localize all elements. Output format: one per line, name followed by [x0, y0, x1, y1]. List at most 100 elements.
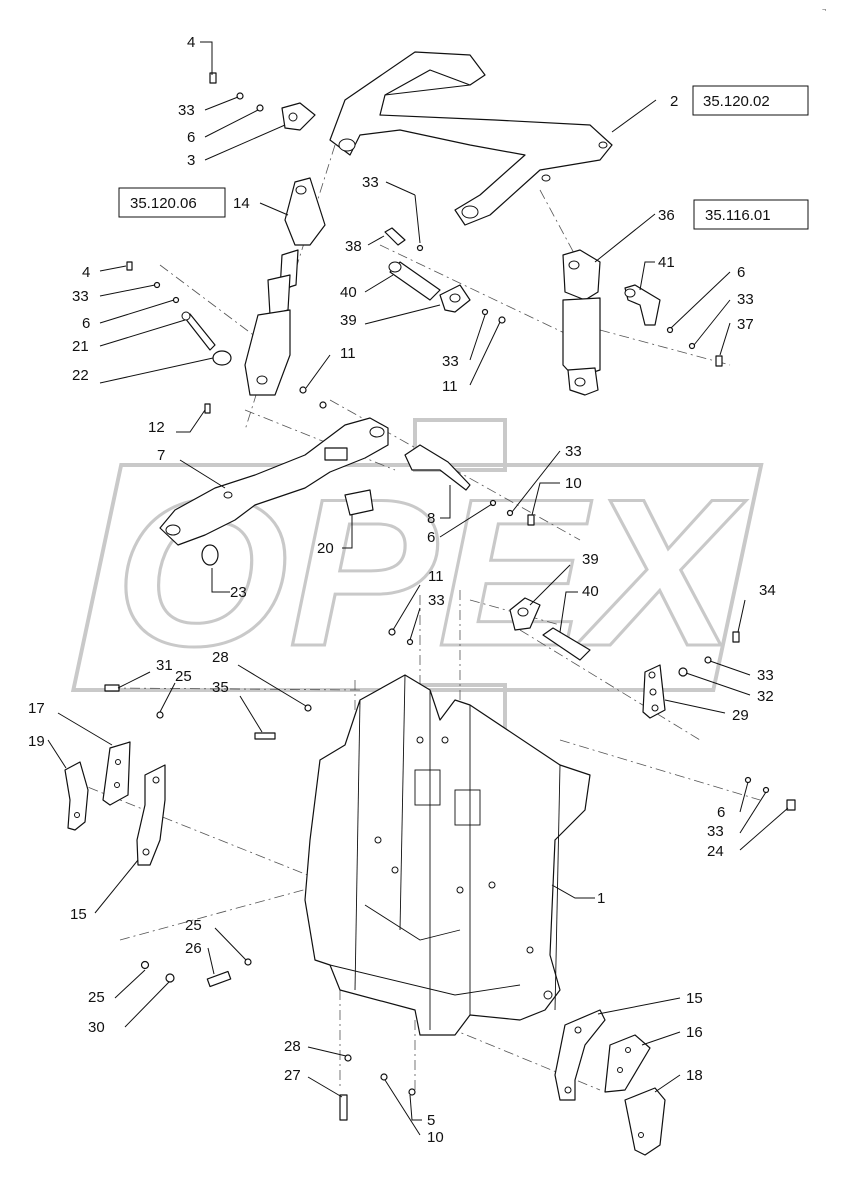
part-17-plate[interactable]	[102, 741, 131, 806]
part-28-nut[interactable]	[304, 704, 312, 712]
part-33-washer-24[interactable]	[762, 786, 770, 794]
part-11-nut-39[interactable]	[498, 316, 506, 324]
part-7-lever[interactable]	[159, 417, 389, 546]
part-33-washer[interactable]	[236, 92, 244, 100]
callout: 25	[185, 917, 202, 934]
part-18-plate[interactable]	[624, 1087, 666, 1156]
part-20-plate[interactable]	[344, 489, 374, 516]
part-26-bolt[interactable]	[206, 970, 232, 988]
part-14-adjustable-link[interactable]	[244, 177, 326, 396]
callout: 15	[70, 906, 87, 923]
part-33-washer-mid[interactable]	[416, 244, 424, 252]
callout: 2	[670, 93, 678, 110]
part-11-nut-b[interactable]	[319, 401, 327, 409]
part-39-plate-lower[interactable]	[509, 597, 541, 631]
callout: 11	[442, 378, 458, 395]
part-25-washer[interactable]	[156, 711, 164, 719]
callout: 34	[759, 582, 776, 599]
part-37-bolt[interactable]	[715, 355, 723, 367]
callout: 17	[28, 700, 45, 717]
part-24-bolt[interactable]	[786, 799, 796, 811]
callout: 22	[72, 367, 89, 384]
part-15-plate-left[interactable]	[136, 764, 166, 866]
part-38-bolt[interactable]	[384, 227, 406, 246]
part-4-bolt-left[interactable]	[126, 261, 133, 271]
corner-code: ¬	[822, 7, 826, 14]
callout: 8	[427, 510, 435, 527]
part-6-clip-left[interactable]	[172, 296, 180, 304]
part-10-bolt-bottom-head[interactable]	[380, 1073, 388, 1081]
part-34-bolt[interactable]	[732, 631, 740, 643]
part-3-pin[interactable]	[281, 102, 316, 131]
part-12-bolt[interactable]	[204, 403, 211, 414]
part-6-clip-24[interactable]	[744, 776, 752, 784]
callout: 38	[345, 238, 362, 255]
callout: 27	[284, 1067, 301, 1084]
part-33-washer-8[interactable]	[506, 509, 514, 517]
part-10-bolt[interactable]	[527, 514, 535, 526]
ref-box-35-120-02[interactable]	[692, 85, 809, 116]
part-19-plate[interactable]	[64, 761, 89, 831]
callout: 33	[707, 823, 724, 840]
part-22-knob[interactable]	[212, 350, 232, 366]
part-23-bushing[interactable]	[201, 544, 219, 566]
part-25-washer-c[interactable]	[140, 960, 150, 970]
callout: 6	[427, 529, 435, 546]
callout: 33	[442, 353, 459, 370]
ref-box-35-120-06[interactable]	[118, 187, 226, 218]
ref-box-35-116-01[interactable]	[693, 199, 809, 230]
part-33-washer-lower[interactable]	[406, 638, 414, 646]
callout-labels: 4 33 6 3 2 14 33 38 36 41 4 33 6 21 22 4…	[28, 34, 776, 1146]
part-29-link[interactable]	[642, 664, 666, 719]
leader-lines	[47, 41, 789, 1136]
callout: 6	[82, 315, 90, 332]
part-11-nut[interactable]	[299, 386, 307, 394]
part-30-nut[interactable]	[165, 973, 175, 983]
part-15-plate-right[interactable]	[554, 1009, 606, 1101]
part-33-washer-left[interactable]	[153, 281, 161, 289]
part-35-bolt[interactable]	[254, 732, 276, 740]
part-41-pin[interactable]	[624, 284, 661, 326]
part-27-bolt[interactable]	[339, 1094, 348, 1121]
callout: 30	[88, 1019, 105, 1036]
part-40-pin-lower[interactable]	[542, 627, 591, 661]
ref-text-35-116-01: 35.116.01	[705, 207, 771, 224]
part-36-cylinder[interactable]	[562, 249, 601, 396]
callout: 25	[88, 989, 105, 1006]
callout: 39	[582, 551, 599, 568]
part-33-washer-right[interactable]	[688, 342, 696, 350]
part-33-washer-39[interactable]	[481, 308, 489, 316]
part-21-pin[interactable]	[181, 311, 216, 351]
callout: 4	[82, 264, 90, 281]
part-25-washer-b[interactable]	[244, 958, 252, 966]
callout: 12	[148, 419, 165, 436]
callout: 20	[317, 540, 334, 557]
part-11-nut-lower[interactable]	[388, 628, 396, 636]
part-4-bolt[interactable]	[209, 72, 217, 84]
callout: 36	[658, 207, 675, 224]
callout: 33	[757, 667, 774, 684]
part-28-nut-bottom[interactable]	[344, 1054, 352, 1062]
callout: 10	[565, 475, 582, 492]
part-8-pin[interactable]	[404, 444, 471, 491]
callout: 6	[717, 804, 725, 821]
callout: 25	[175, 668, 192, 685]
part-6-clip[interactable]	[256, 104, 264, 112]
callout: 33	[362, 174, 379, 191]
callout: 35	[212, 679, 229, 696]
callout: 24	[707, 843, 724, 860]
part-16-plate[interactable]	[604, 1034, 651, 1093]
part-6-clip-right[interactable]	[666, 326, 674, 334]
callout: 21	[72, 338, 89, 355]
part-1-main-frame[interactable]	[304, 674, 591, 1036]
part-2-upper-frame[interactable]	[329, 51, 613, 226]
callout: 23	[230, 584, 247, 601]
part-39-plate[interactable]	[439, 284, 471, 313]
part-31-bolt[interactable]	[104, 684, 120, 692]
callout: 28	[212, 649, 229, 666]
part-33-washer-32[interactable]	[704, 656, 712, 664]
part-32-washer[interactable]	[678, 667, 688, 677]
part-5-washer[interactable]	[408, 1088, 416, 1096]
part-40-pin[interactable]	[388, 261, 441, 301]
